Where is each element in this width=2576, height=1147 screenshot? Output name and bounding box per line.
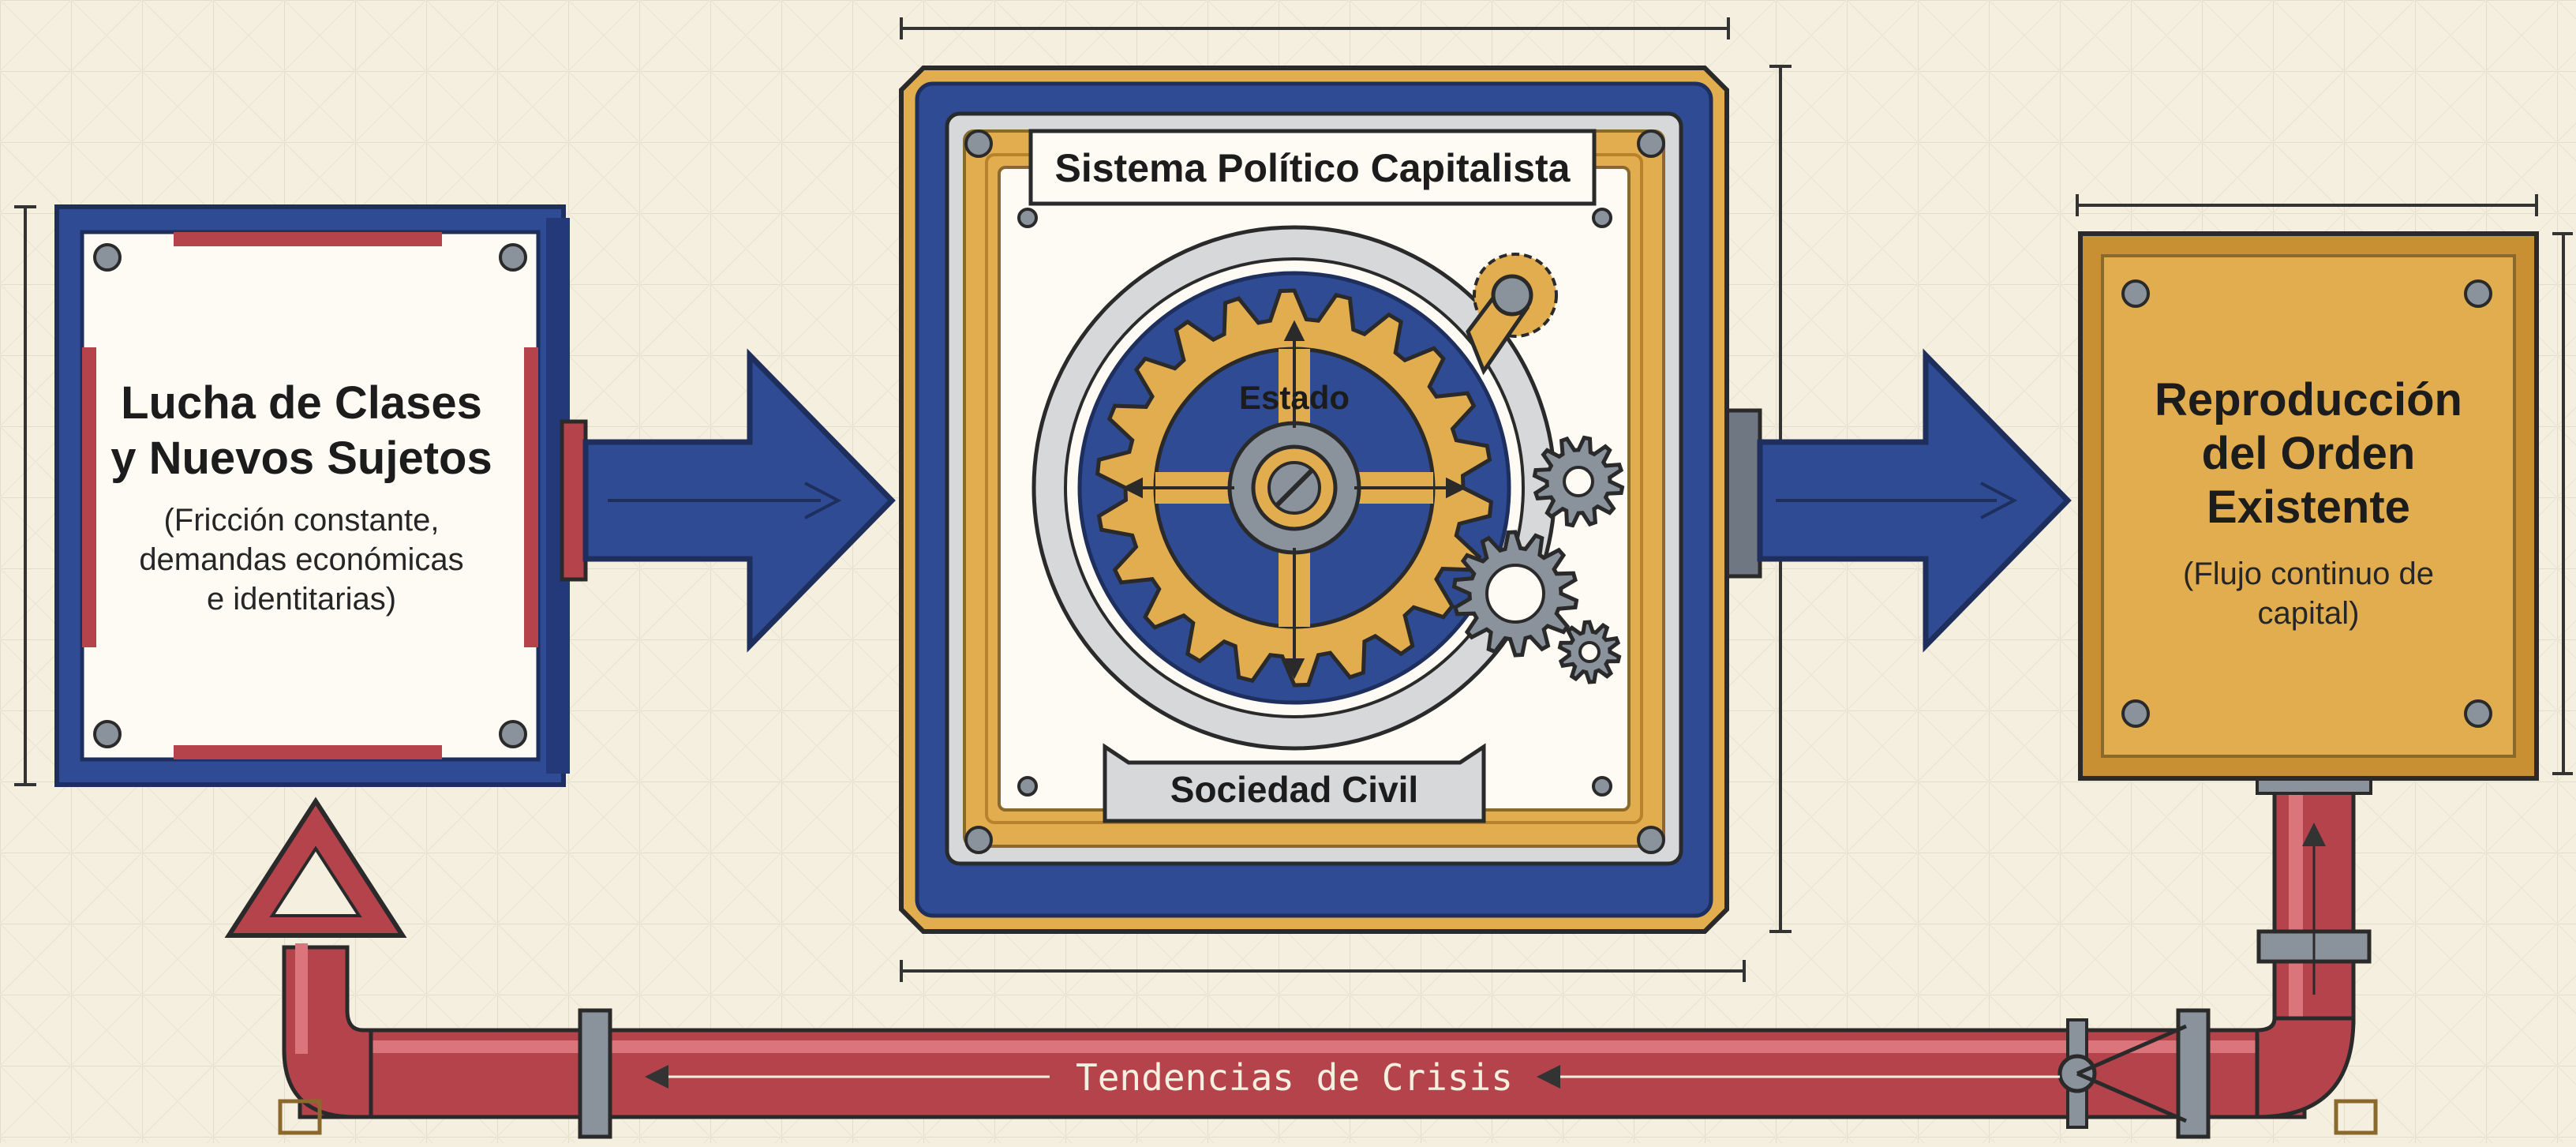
right-top-dimension-line <box>2076 194 2538 216</box>
right-title-line1: Reproducción <box>2155 374 2462 425</box>
left-title-line1: Lucha de Clases <box>121 377 482 429</box>
left-title-line2: y Nuevos Sujetos <box>110 433 492 484</box>
input-arrow <box>560 348 896 653</box>
left-subtitle-line3: e identitarias) <box>207 582 396 617</box>
small-gear-3-hub <box>1578 641 1601 663</box>
class-struggle-box: Lucha de Clases y Nuevos Sujetos (Fricci… <box>54 204 570 787</box>
top-dimension-line <box>900 17 1730 39</box>
civil-society-label: Sociedad Civil <box>1170 769 1418 810</box>
small-gear-2-hub <box>1485 564 1545 624</box>
center-title: Sistema Político Capitalista <box>1055 146 1571 190</box>
right-title-line3: Existente <box>2207 482 2410 533</box>
feedback-pipe: Tendencias de Crisis <box>224 776 2378 1139</box>
right-title-line2: del Orden <box>2202 428 2416 479</box>
small-gears-icon <box>1451 435 1625 684</box>
political-system-box: Sistema Político Capitalista Estado <box>899 17 1792 982</box>
screw-icons <box>93 243 527 748</box>
small-gear-1-hub <box>1563 466 1594 497</box>
right-subtitle-line2: capital) <box>2258 596 2360 631</box>
right-screw-icons <box>2121 279 2492 728</box>
gear-axis-arrows <box>1121 320 1467 680</box>
center-screw-icons <box>964 129 1665 854</box>
lever-arm-icon <box>1466 253 1558 376</box>
reproduction-box: Reproducción del Orden Existente (Flujo … <box>2076 194 2573 781</box>
state-label: Estado <box>1239 379 1350 416</box>
bottom-dimension-line <box>900 960 1746 982</box>
right-side-dimension-line <box>2552 232 2573 775</box>
crisis-label: Tendencias de Crisis <box>1076 1056 1513 1099</box>
right-subtitle-line1: (Flujo continuo de <box>2183 557 2434 591</box>
left-dimension-line <box>14 205 36 786</box>
left-subtitle-line2: demandas económicas <box>139 542 463 577</box>
output-arrow <box>1757 348 2072 653</box>
left-subtitle-line1: (Fricción constante, <box>163 503 439 538</box>
